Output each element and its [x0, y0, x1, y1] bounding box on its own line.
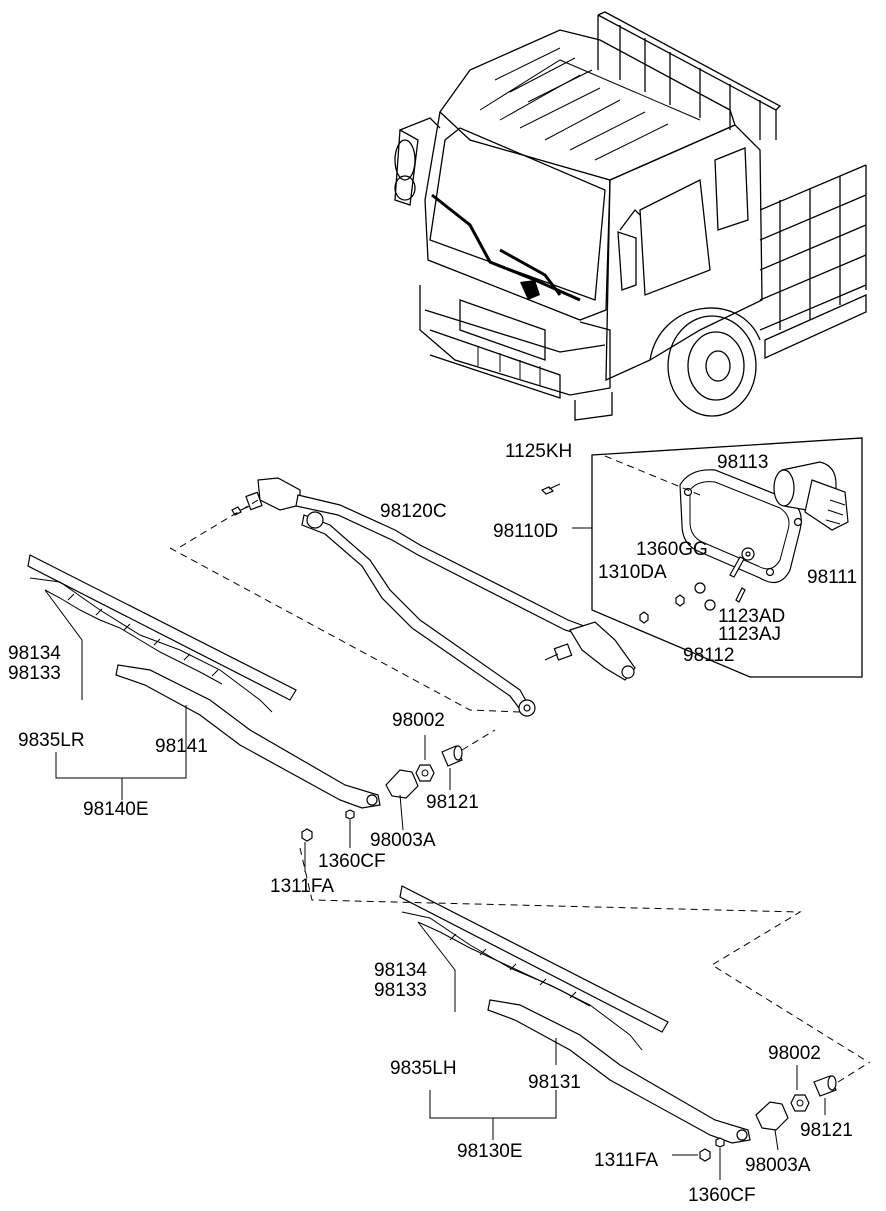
bolt-1125kh [540, 483, 561, 495]
label-98002-right: 98002 [768, 1043, 821, 1064]
label-1360cf-left: 1360CF [318, 851, 386, 872]
label-1360gg: 1360GG [636, 539, 708, 560]
truck-illustration [394, 11, 867, 421]
label-98002-left: 98002 [392, 710, 445, 731]
label-98131: 98131 [528, 1072, 581, 1093]
label-98121-left: 98121 [426, 792, 479, 813]
left-wiper-assembly [27, 554, 496, 872]
right-wiper-assembly [299, 847, 871, 1180]
label-98111: 98111 [807, 567, 857, 588]
label-98112: 98112 [683, 645, 734, 666]
label-98113: 98113 [717, 452, 768, 473]
label-1310da: 1310DA [598, 562, 667, 583]
label-98141: 98141 [155, 736, 208, 757]
label-9835lh: 9835LH [390, 1058, 457, 1079]
label-1311fa-left: 1311FA [270, 876, 334, 897]
label-98140e: 98140E [83, 799, 149, 820]
label-98120c: 98120C [380, 501, 447, 522]
label-1123aj: 1123AJ [718, 624, 781, 645]
label-1123ad: 1123AD [718, 606, 785, 627]
label-98134-left: 98134 [8, 643, 61, 664]
label-1125kh: 1125KH [505, 441, 572, 462]
label-98110d: 98110D [493, 521, 558, 542]
label-98003a-right: 98003A [745, 1155, 811, 1176]
label-98133-right: 98133 [374, 980, 427, 1001]
label-98121-right: 98121 [800, 1120, 853, 1141]
label-98130e: 98130E [457, 1141, 523, 1162]
label-1311fa-right: 1311FA [594, 1150, 658, 1171]
label-98133-left: 98133 [8, 663, 61, 684]
linkage-98120c [169, 477, 636, 717]
motor-assembly-box [572, 437, 863, 678]
label-9835lr: 9835LR [18, 730, 85, 751]
label-98003a-left: 98003A [370, 830, 436, 851]
label-98134-right: 98134 [374, 960, 427, 981]
label-1360cf-right: 1360CF [688, 1185, 756, 1206]
part-labels: 1125KH 98113 98120C 98110D 1360GG 1310DA… [8, 441, 857, 1206]
